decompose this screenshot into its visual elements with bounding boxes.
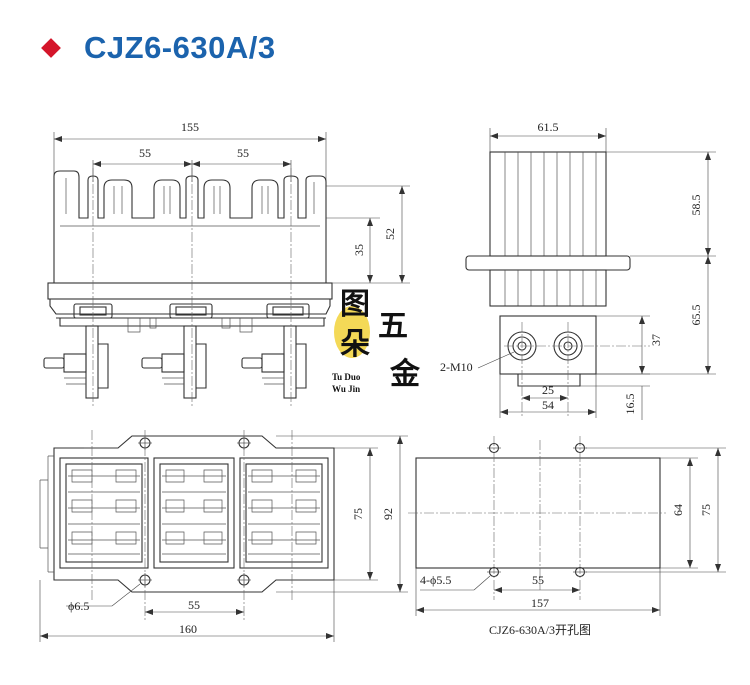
dim-side-width: 61.5	[538, 120, 559, 134]
logo-char-3: 五	[378, 309, 408, 344]
front-terminal-1	[43, 325, 109, 399]
dim-hole-pitch: 55	[188, 598, 200, 612]
cutout-dim-height-64: 64	[671, 504, 685, 516]
dim-pole-pitch-2: 55	[237, 146, 249, 160]
cutout-hole-label: 4-ϕ5.5	[420, 573, 451, 587]
cutout-caption: CJZ6-630A/3开孔图	[489, 623, 591, 637]
logo-char-2: 朵	[340, 327, 370, 362]
dim-inner-height: 75	[351, 508, 365, 520]
thread-label: 2-M10	[440, 360, 473, 374]
dim-terminal-height: 37	[649, 334, 663, 346]
dim-terminal-pitch: 25	[542, 383, 554, 397]
hole-label: ϕ6.5	[68, 599, 89, 613]
dim-height-35: 35	[352, 244, 366, 256]
top-view: ϕ6.5 55 160 75 92	[39, 430, 408, 642]
logo-accent-icon	[334, 306, 370, 358]
top-pole-3	[239, 457, 329, 569]
dim-base-width: 54	[542, 398, 554, 412]
dim-bottom-offset: 16.5	[623, 394, 637, 415]
cutout-hole-4	[573, 566, 587, 578]
brand-logo: 图 朵 五 金 Tu Duo Wu Jin	[332, 287, 421, 394]
side-view: 61.5 2-M10	[440, 120, 716, 420]
logo-english-line2: Wu Jin	[332, 384, 360, 394]
cutout-dim-length: 157	[531, 596, 549, 610]
dim-pole-pitch-1: 55	[139, 146, 151, 160]
cutout-dim-hole-pitch: 55	[532, 573, 544, 587]
dim-overall-width: 155	[181, 120, 199, 134]
logo-english-line1: Tu Duo	[332, 372, 361, 382]
top-pole-2	[153, 457, 235, 569]
dim-overall-height: 92	[381, 508, 395, 520]
cutout-hole-1	[487, 442, 501, 454]
dim-upper-height: 58.5	[689, 195, 703, 216]
dim-lower-height: 65.5	[689, 305, 703, 326]
logo-char-4: 金	[389, 357, 421, 392]
cutout-hole-3	[487, 566, 501, 578]
front-terminal-2	[141, 325, 207, 399]
dim-height-52: 52	[383, 228, 397, 240]
front-terminal-3	[241, 325, 307, 399]
page-title: CJZ6-630A/3	[84, 30, 276, 65]
cutout-view: 4-ϕ5.5 55 157 64 75 CJZ6-630A/3开孔图	[408, 436, 726, 637]
dim-overall-length: 160	[179, 622, 197, 636]
header: CJZ6-630A/3	[41, 26, 276, 70]
cutout-dim-height-75: 75	[699, 504, 713, 516]
cutout-hole-2	[573, 442, 587, 454]
logo-char-1: 图	[340, 287, 370, 322]
top-pole-1	[59, 457, 149, 569]
front-view: 155 55 55	[43, 120, 410, 408]
